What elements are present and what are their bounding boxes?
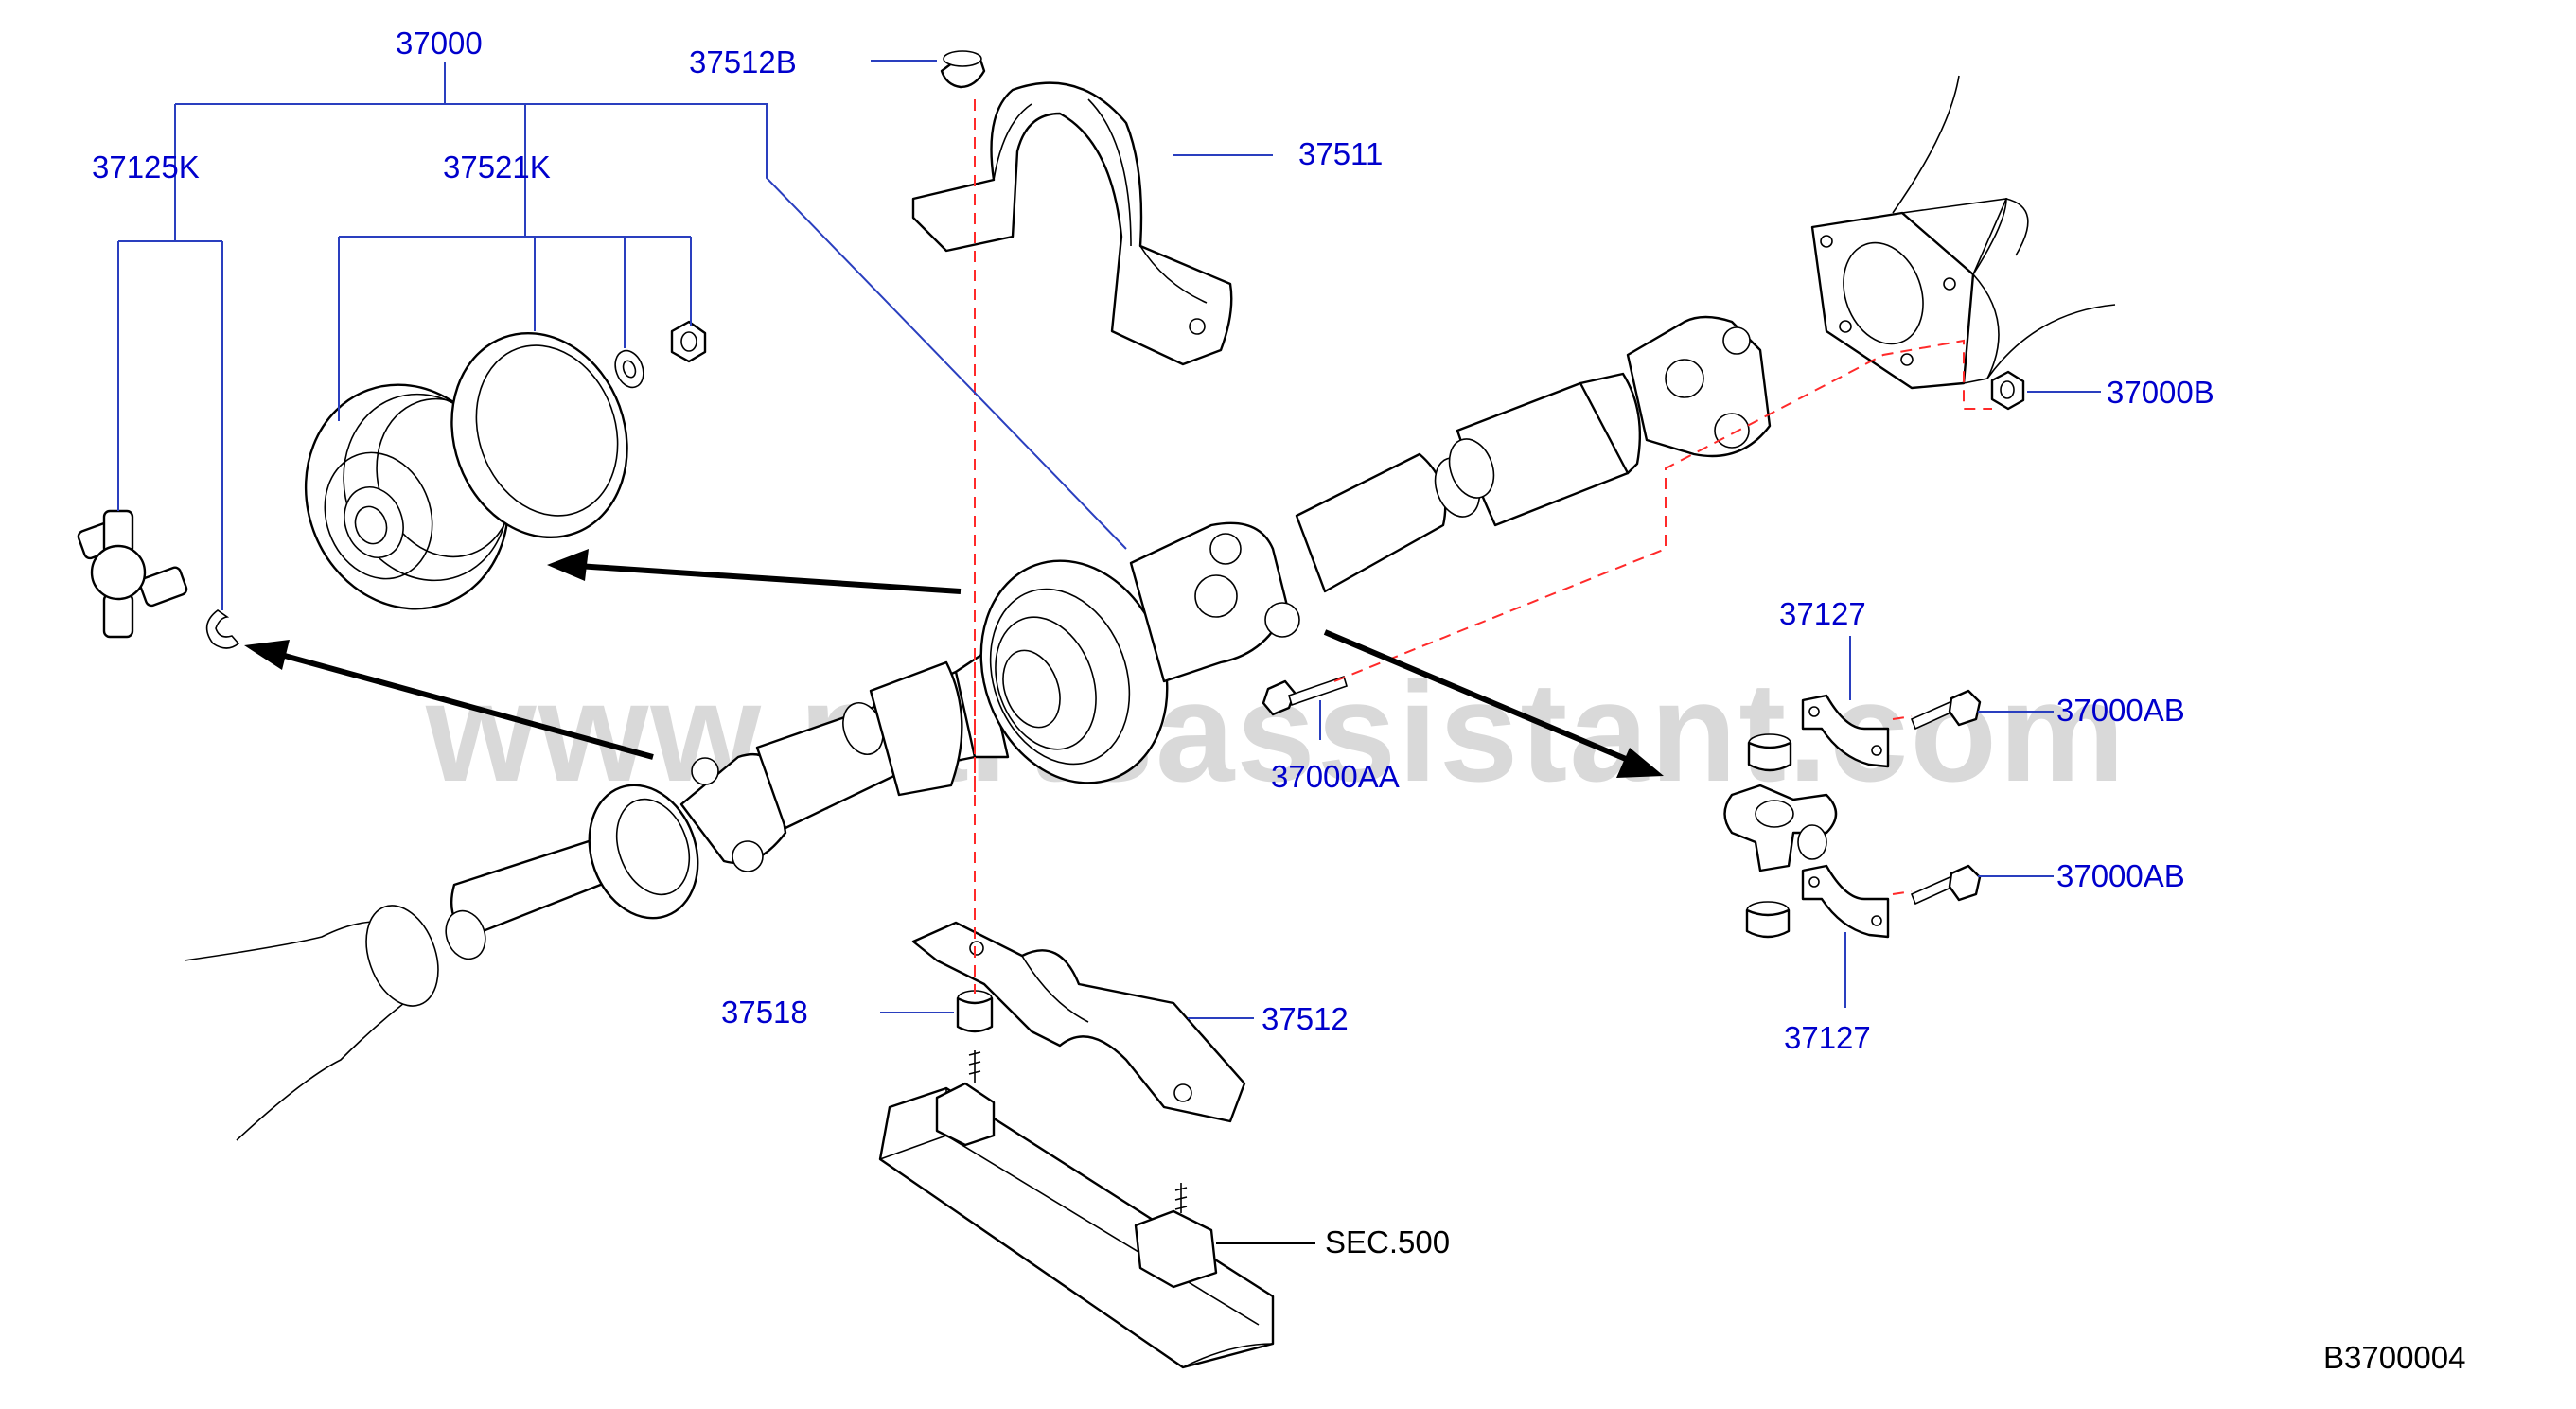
label-sec-500[interactable]: SEC.500: [1325, 1224, 1450, 1259]
part-labels: 37000 37512B 37125K 37521K 37511 37000B …: [92, 26, 2465, 1375]
figure-code: B3700004: [2323, 1340, 2465, 1375]
propeller-shaft-assembly: [445, 315, 1772, 960]
transmission-housing: [184, 905, 439, 1141]
universal-joint-spider-kit: [77, 509, 240, 649]
lower-bracket: [911, 921, 1246, 1123]
hidden-lines: [974, 99, 1992, 994]
label-37125K[interactable]: 37125K: [92, 150, 200, 185]
label-37000B[interactable]: 37000B: [2107, 375, 2214, 410]
clamp-spider-group: [1723, 689, 1982, 939]
center-bolt: [1262, 675, 1348, 716]
differential-housing: [1810, 75, 2116, 390]
label-37000AB-bottom[interactable]: 37000AB: [2056, 858, 2185, 893]
direction-arrows: [244, 549, 1664, 778]
label-37512B[interactable]: 37512B: [689, 44, 797, 79]
label-37511[interactable]: 37511: [1298, 136, 1383, 171]
label-37127-top[interactable]: 37127: [1779, 596, 1866, 631]
cross-member: [878, 1050, 1275, 1369]
label-37127-bottom[interactable]: 37127: [1784, 1020, 1871, 1055]
label-37521K[interactable]: 37521K: [443, 150, 551, 185]
center-bearing-kit: [304, 320, 707, 610]
label-37000AA[interactable]: 37000AA: [1271, 759, 1400, 794]
label-37512[interactable]: 37512: [1262, 1001, 1349, 1036]
label-37518[interactable]: 37518: [721, 995, 808, 1030]
flange-nut: [1990, 370, 2025, 411]
upper-bracket: [911, 50, 1233, 366]
label-37000AB-top[interactable]: 37000AB: [2056, 693, 2185, 728]
leader-lines: [117, 60, 2101, 1244]
label-37000[interactable]: 37000: [396, 26, 483, 61]
